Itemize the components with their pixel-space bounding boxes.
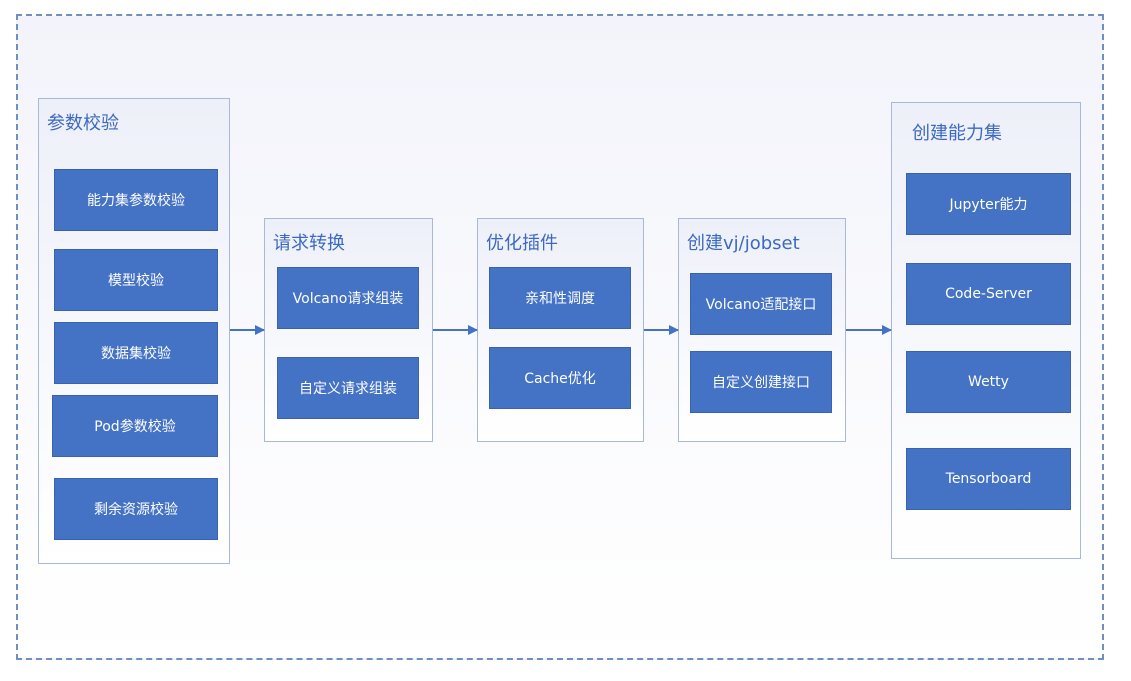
group-request-convert: 请求转换 Volcano请求组装 自定义请求组装 xyxy=(264,218,433,442)
group-param-check: 参数校验 能力集参数校验 模型校验 数据集校验 Pod参数校验 剩余资源校验 xyxy=(38,98,230,564)
group-request-convert-title: 请求转换 xyxy=(273,233,345,254)
box-model-check: 模型校验 xyxy=(54,249,218,311)
box-code-server: Code-Server xyxy=(906,263,1071,325)
box-remaining-resource-check: 剩余资源校验 xyxy=(54,478,218,540)
box-custom-create-api: 自定义创建接口 xyxy=(690,351,832,413)
box-capability-param-check: 能力集参数校验 xyxy=(54,169,218,231)
box-pod-param-check: Pod参数校验 xyxy=(52,395,218,457)
box-affinity-scheduling: 亲和性调度 xyxy=(489,267,631,329)
box-custom-request-assemble: 自定义请求组装 xyxy=(277,357,419,419)
group-create-capability: 创建能力集 Jupyter能力 Code-Server Wetty Tensor… xyxy=(891,102,1081,559)
box-volcano-adapter-api: Volcano适配接口 xyxy=(690,273,832,335)
box-jupyter-capability: Jupyter能力 xyxy=(906,173,1071,235)
group-create-capability-title: 创建能力集 xyxy=(912,123,1002,144)
box-tensorboard: Tensorboard xyxy=(906,448,1071,510)
box-wetty: Wetty xyxy=(906,351,1071,413)
group-optimize-plugin-title: 优化插件 xyxy=(486,233,558,254)
group-create-vj-title: 创建vj/jobset xyxy=(687,233,800,254)
group-param-check-title: 参数校验 xyxy=(47,113,119,134)
box-cache-optimize: Cache优化 xyxy=(489,347,631,409)
box-volcano-request-assemble: Volcano请求组装 xyxy=(277,267,419,329)
group-create-vj: 创建vj/jobset Volcano适配接口 自定义创建接口 xyxy=(678,218,846,442)
box-dataset-check: 数据集校验 xyxy=(54,322,218,384)
group-optimize-plugin: 优化插件 亲和性调度 Cache优化 xyxy=(477,218,644,442)
